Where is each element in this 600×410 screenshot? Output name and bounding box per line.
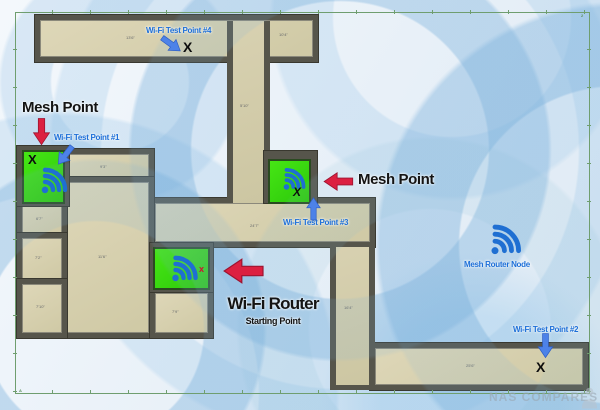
room-dim: 7'10" [36,304,45,309]
blue-arrow-down-icon [537,333,554,359]
blue-arrow-down-left-icon [57,144,75,165]
frame-ticks-top [15,10,588,14]
red-arrow-down-icon [32,118,51,146]
mesh2-x-mark: X [293,185,302,199]
person-silhouette-icon [581,387,598,409]
wifi-icon [172,255,198,282]
frame-mark-top-right: 2 [581,13,584,18]
frame-ticks-bottom [15,390,588,394]
left-small-room-3 [17,279,67,338]
mesh1-x-mark: X [28,152,37,167]
test-point-2-x-mark: X [536,359,546,375]
test-point-4-x-mark: X [183,39,193,55]
frame-ticks-right [587,12,591,392]
test-point-2-label: Wi-Fi Test Point #2 [513,325,579,334]
test-point-3-label: Wi-Fi Test Point #3 [283,218,349,227]
room-dim: 10'4" [279,32,288,37]
room-dim: 7'9" [172,309,179,314]
middle-corridor [150,198,375,247]
room-dim: 6'7" [36,216,43,221]
red-arrow-left-icon [323,172,354,191]
starting-point-label: Starting Point [245,316,301,326]
right-vertical-corridor [330,247,375,390]
left-top-room [63,149,154,182]
room-dim: 7'2" [35,255,42,260]
room-dim: 5'10" [240,103,249,108]
vertical-hallway [227,21,270,203]
top-corridor [35,15,318,62]
wifi-icon [283,167,306,190]
left-small-room-2 [17,233,67,284]
test-point-1-label: Wi-Fi Test Point #1 [54,133,120,142]
mesh-point-2-label: Mesh Point [358,171,435,188]
red-arrow-left-icon [223,258,264,284]
wifi-router-box [153,247,210,290]
frame-mark-bottom-left: A [19,388,22,393]
room-dim: 16'4" [344,305,353,310]
room-dim: 24'7" [250,223,259,228]
blue-arrow-down-right-icon [160,35,181,52]
frame-ticks-left [13,12,17,392]
bottom-corridor [370,343,588,390]
test-point-4-label: Wi-Fi Test Point #4 [146,26,212,35]
mesh-point-1-label: Mesh Point [22,99,99,116]
room-dim: 13'6" [126,35,135,40]
room-dim: 9'3" [100,164,107,169]
router-x-mark: x [199,264,205,274]
wifi-router-label: Wi-Fi Router [227,294,319,313]
room-dim: 25'6" [466,363,475,368]
wifi-icon [41,167,68,194]
mesh-router-node-wifi-icon [491,224,521,255]
wifi-router-label-group: Wi-Fi Router Starting Point [203,294,343,326]
room-dim: 11'6" [98,254,107,259]
left-big-room [61,177,154,338]
blue-arrow-up-icon [306,197,321,221]
mesh-router-node-label: Mesh Router Node [464,260,530,269]
